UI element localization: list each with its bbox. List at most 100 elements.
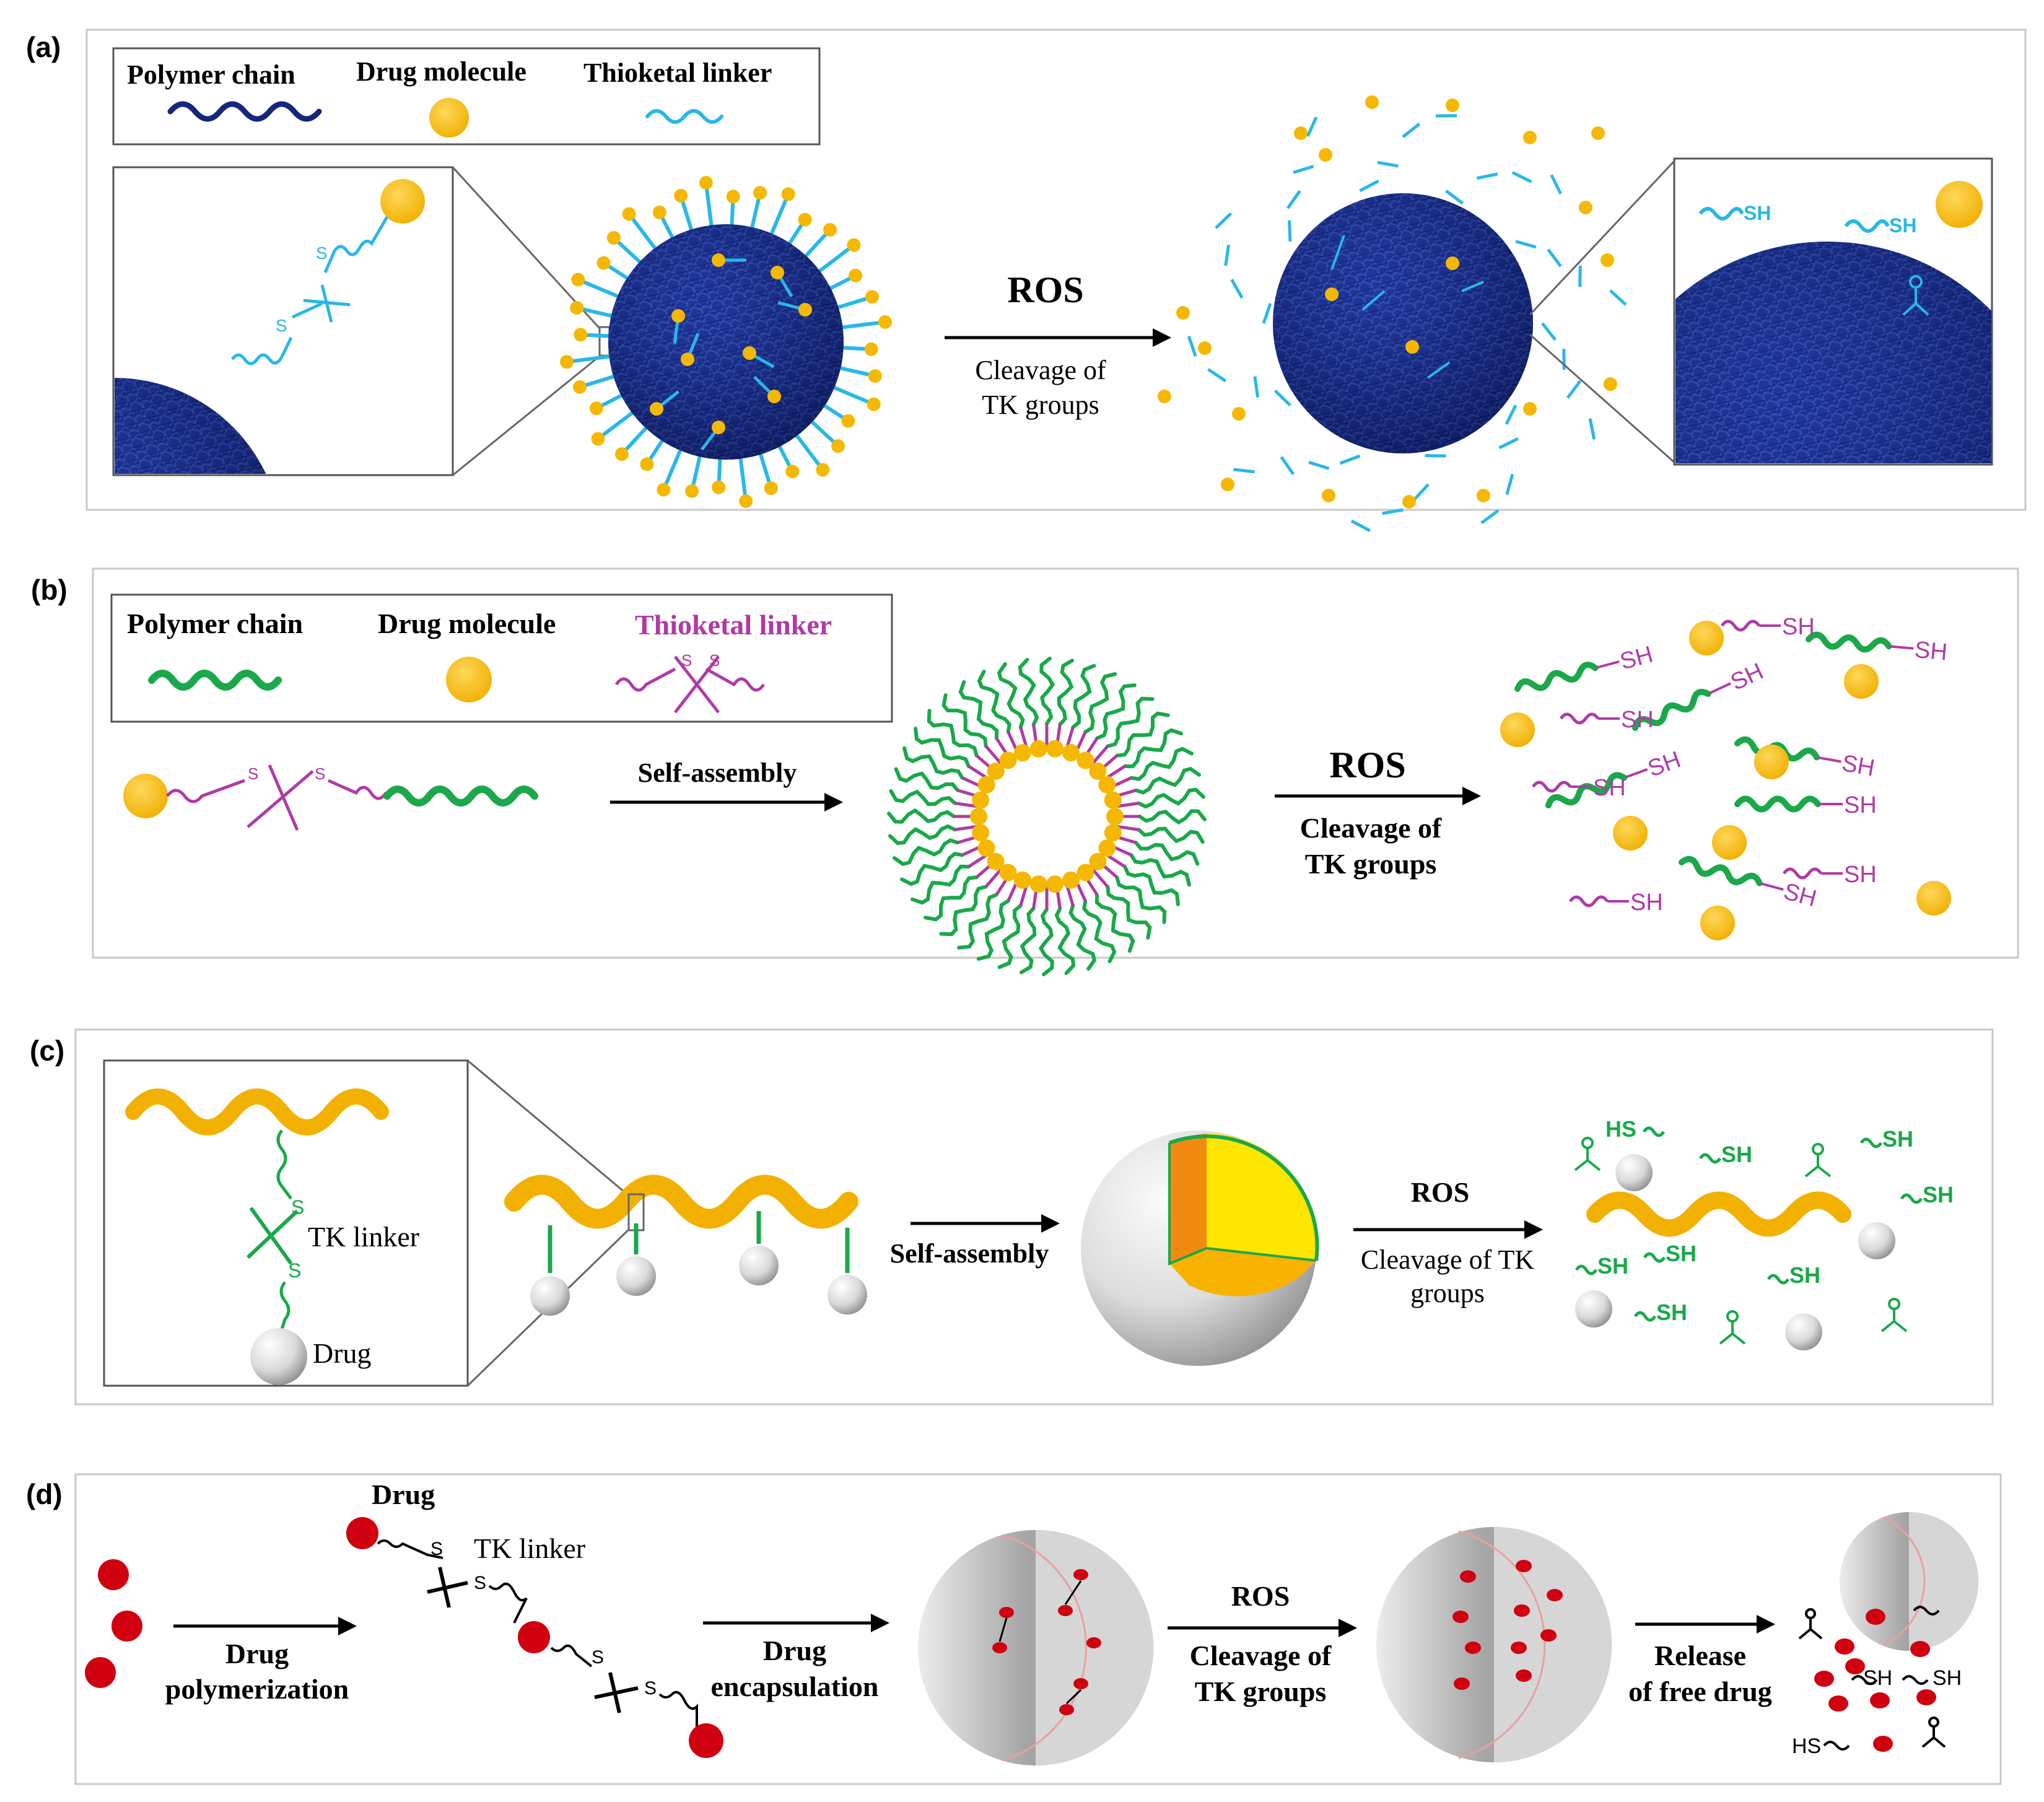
panel-d: (d) Drug polymerization Drug TK linker S…	[26, 1473, 2002, 1785]
panel-a-legend: Polymer chain Drug molecule Thioketal li…	[112, 47, 821, 146]
surface-drug	[622, 207, 636, 221]
cluster-sh-label-2: SH	[1933, 1666, 1962, 1690]
inner-drug	[671, 309, 685, 323]
free-linker-sh: SH	[1559, 707, 1654, 733]
micelle-polymer-arm	[1068, 903, 1097, 971]
released-drug	[1322, 489, 1335, 502]
legend-drug-label: Drug molecule	[356, 56, 526, 87]
micelle-drug-core	[970, 808, 987, 825]
surface-drug	[726, 190, 740, 204]
cleaved-linker	[1262, 303, 1272, 324]
legend-linker-label: Thioketal linker	[583, 58, 772, 88]
free-linker-sh: SH	[1531, 775, 1626, 801]
arrow-release-caption-2: of free drug	[1628, 1676, 1772, 1707]
micelle-polymer-arm	[927, 709, 979, 758]
arrow-ros-b: ROS Cleavage of TK groups	[1275, 745, 1481, 880]
thiol-fragment: SH	[1900, 1182, 1954, 1207]
legend-b-drug-icon	[446, 657, 492, 702]
panel-d-tag: (d)	[26, 1478, 63, 1510]
released-drug	[1294, 126, 1308, 140]
micelle-polymer-arm	[1038, 908, 1054, 976]
micelle-polymer-arm	[997, 662, 1025, 730]
surface-drug	[847, 238, 861, 252]
sh-label: SH	[1597, 1253, 1628, 1279]
zoom-box-cleaved: SH SH	[1673, 157, 1993, 466]
surface-drug	[785, 465, 800, 479]
micelle-polymer-arm	[1054, 906, 1076, 976]
inner-drug	[1405, 340, 1419, 354]
free-polymer-sh: SH	[1734, 792, 1877, 818]
arrow-b-ros-label: ROS	[1329, 745, 1405, 785]
chain-s-4: S	[644, 1678, 657, 1699]
micelle-polymer-arm	[893, 838, 960, 867]
polymer-drug-conjugate-c	[504, 1174, 867, 1316]
micelle-linker	[984, 745, 1003, 765]
cleaved-linker	[1207, 368, 1227, 383]
inner-drug	[771, 266, 784, 279]
zoom-linker-upper	[323, 216, 389, 273]
sh-label: SH	[1617, 641, 1656, 675]
micelle-drug-core	[1098, 776, 1116, 794]
arrow-release-caption-1: Release	[1654, 1640, 1746, 1671]
released-drug-c	[1575, 1290, 1612, 1327]
micelle-polymer-arm	[976, 899, 1010, 961]
inner-drug	[767, 390, 781, 403]
arrow-d-caption-1: Cleavage of	[1190, 1640, 1332, 1671]
released-drug-b	[1916, 881, 1951, 916]
degraded-nanoparticle	[1158, 95, 1627, 533]
cleaved-linker	[1547, 248, 1562, 268]
zoom-box-c: S S TK linker Drug	[103, 1059, 469, 1387]
micelle-drug-core	[1046, 740, 1064, 758]
surface-drug	[574, 328, 588, 342]
micelle-drug-core	[1077, 864, 1094, 881]
micelle	[887, 657, 1207, 976]
tk-linker-label-c: TK linker	[308, 1221, 419, 1253]
thiol-fragment: SH	[1643, 1241, 1697, 1266]
cleaved-linker	[1566, 380, 1582, 399]
loaded-nanoparticle	[918, 1530, 1153, 1765]
surface-drug	[591, 432, 605, 446]
micelle-polymer-arm	[1137, 826, 1205, 844]
micelle-polymer-arm	[924, 875, 979, 922]
surface-drug	[652, 205, 666, 219]
inner-linker	[1426, 361, 1451, 379]
micelle-polymer-arm	[900, 852, 964, 886]
micelle-polymer-arm	[1095, 683, 1137, 740]
micelle-polymer-arm	[957, 893, 998, 950]
sh-label: SH	[1882, 1126, 1913, 1152]
released-drug	[1604, 377, 1617, 391]
micelle-polymer-arm	[894, 767, 960, 792]
surface-drug	[712, 480, 726, 494]
micelle-drug-core	[1062, 871, 1080, 889]
released-drug	[1523, 131, 1537, 144]
surface-drug	[841, 414, 855, 428]
surface-drug	[864, 342, 878, 356]
cleaved-linker	[1339, 454, 1361, 465]
cleaved-linker	[1359, 179, 1379, 193]
inner-linker	[1361, 290, 1386, 311]
micelle-polymer-arm	[977, 670, 1011, 734]
cleaved-linker	[1280, 456, 1295, 475]
released-drug	[1158, 390, 1171, 403]
polymerized-drug-chain: Drug TK linker S S S S	[346, 1479, 723, 1758]
inner-drug	[681, 352, 694, 366]
micelle-polymer-arm	[1129, 746, 1194, 781]
surface-drug	[878, 315, 892, 329]
surface-drug	[868, 369, 882, 383]
surface-drug	[560, 355, 574, 369]
panel-b-tag: (b)	[31, 574, 68, 606]
cleaved-linker	[1588, 418, 1596, 440]
micelle-polymer-arm	[939, 885, 988, 937]
released-drug	[1198, 341, 1212, 355]
cleaved-linker	[1215, 212, 1233, 229]
sh-label: SH	[1844, 792, 1877, 818]
free-polymer-sh: SH	[1679, 855, 1819, 912]
cleaved-linker	[1550, 174, 1562, 195]
released-drug	[1365, 95, 1379, 109]
micelle-drug-core	[972, 791, 990, 809]
released-drug	[1402, 495, 1416, 509]
free-polymer-sh: SH	[1806, 631, 1949, 666]
micelle-polymer-arm	[1123, 865, 1180, 906]
inner-drug	[743, 346, 756, 360]
cleaved-linker	[1425, 453, 1446, 458]
